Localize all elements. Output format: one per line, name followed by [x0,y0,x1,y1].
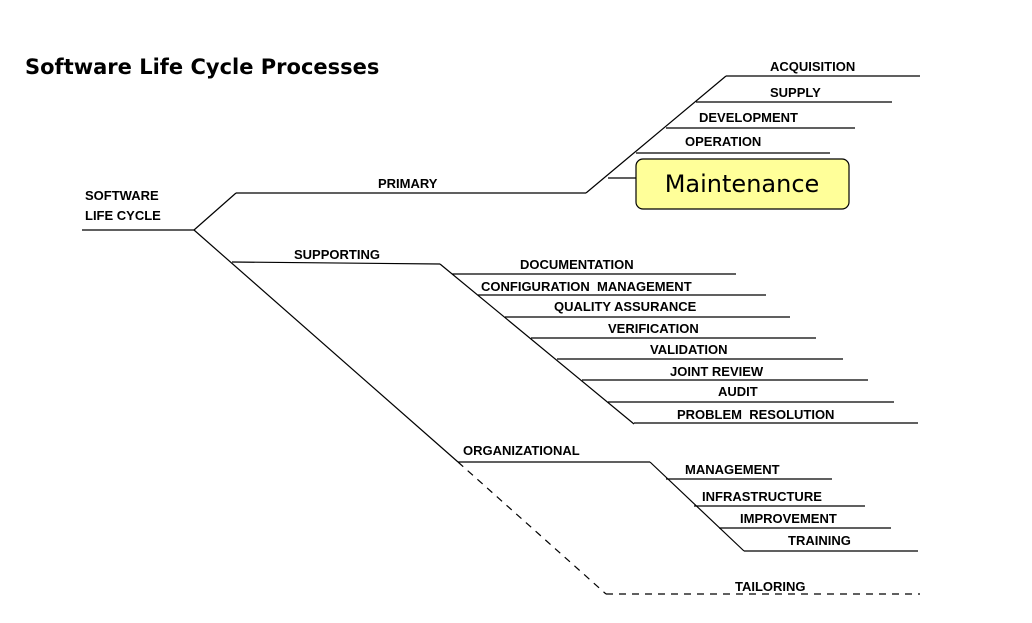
primary-label: PRIMARY [378,176,438,191]
tailoring-dashed-connector [457,461,607,595]
organizational-label: ORGANIZATIONAL [463,443,580,458]
supporting-spine [439,263,635,425]
root-label-line2: LIFE CYCLE [85,208,161,223]
organizational-item-infrastructure: INFRASTRUCTURE [702,489,822,504]
primary-item-acquisition: ACQUISITION [770,59,855,74]
supporting-item-audit: AUDIT [718,384,758,399]
supporting-label: SUPPORTING [294,247,380,262]
organizational-item-management: MANAGEMENT [685,462,780,477]
organizational-connector [193,229,459,463]
primary-item-supply: SUPPLY [770,85,821,100]
supporting-item-problem-resolution: PROBLEM RESOLUTION [677,407,834,422]
primary-connector [193,192,237,231]
organizational-item-improvement: IMPROVEMENT [740,511,837,526]
organizational-item-training: TRAINING [788,533,851,548]
maintenance-box [635,158,850,210]
maintenance-label: Maintenance [665,170,820,198]
primary-spine [585,75,727,194]
supporting-item-joint-review: JOINT REVIEW [670,364,764,379]
supporting-item-documentation: DOCUMENTATION [520,257,634,272]
supporting-item-validation: VALIDATION [650,342,728,357]
primary-item-operation: OPERATION [685,134,761,149]
supporting-item-configuration-management: CONFIGURATION MANAGEMENT [481,279,692,294]
tailoring-label: TAILORING [735,579,806,594]
diagram-title: Software Life Cycle Processes [25,55,379,79]
primary-item-development: DEVELOPMENT [699,110,798,125]
supporting-branch-line [231,261,441,265]
root-label-line1: SOFTWARE [85,188,159,203]
supporting-item-quality-assurance: QUALITY ASSURANCE [554,299,697,314]
supporting-item-verification: VERIFICATION [608,321,699,336]
